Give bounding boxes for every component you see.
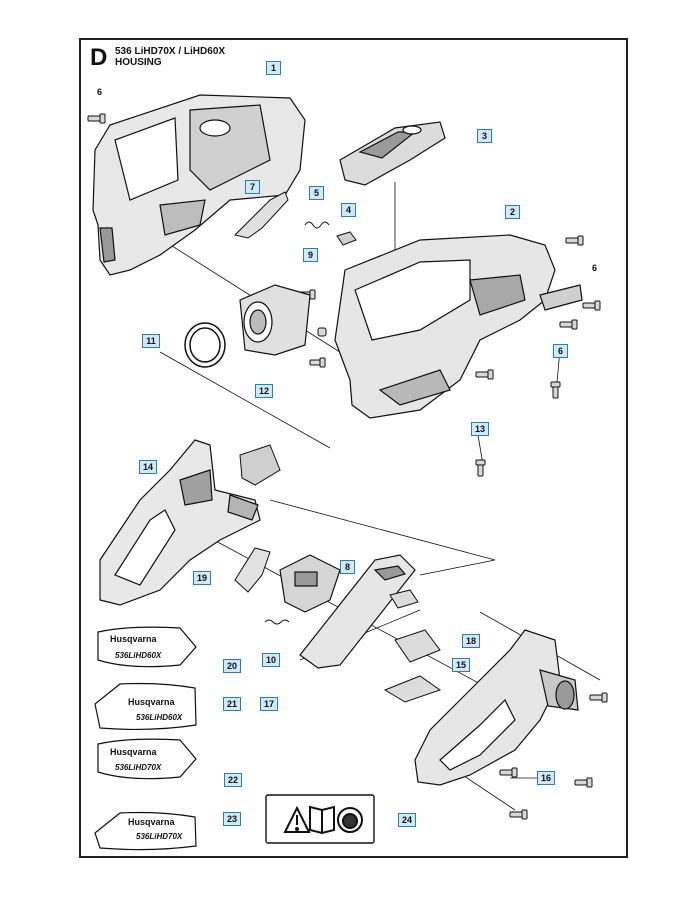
decal-part-20 [97, 626, 197, 668]
callout-22: 22 [224, 773, 242, 787]
top-cover-part-3 [339, 121, 446, 186]
callout-6b: 6 [592, 263, 598, 273]
warning-triangle-icon [283, 805, 311, 833]
section-title: HOUSING [115, 57, 162, 68]
diagram-frame [79, 38, 628, 858]
decal-21-model: 536LiHD60X [136, 713, 183, 722]
switch-assembly [239, 444, 281, 486]
callout-6c: 6 [553, 344, 568, 358]
spring-part-10 [264, 619, 290, 625]
decal-22-model: 536LiHD70X [115, 763, 162, 772]
callout-9: 9 [303, 248, 318, 262]
decal-23-brand: Husqvarna [128, 817, 175, 827]
decal-20-brand: Husqvarna [110, 634, 157, 644]
section-letter: D [90, 44, 108, 71]
callout-17: 17 [260, 697, 278, 711]
spring-part-5 [304, 221, 330, 229]
model-line: 536 LiHD70X / LiHD60X [115, 46, 226, 57]
decal-22-brand: Husqvarna [110, 747, 157, 757]
callout-1: 1 [266, 61, 281, 75]
decal-20-model: 536LiHD60X [115, 651, 162, 660]
page-title: 536 LiHD70X / LiHD60X HOUSING [115, 46, 225, 68]
decal-part-22 [97, 738, 197, 780]
decal-21-brand: Husqvarna [128, 697, 175, 707]
decal-part-21 [94, 682, 197, 731]
screws-main-housing [299, 235, 601, 477]
ear-protection-icon [337, 807, 363, 833]
callout-10: 10 [262, 653, 280, 667]
callout-3: 3 [477, 129, 492, 143]
callout-11: 11 [142, 334, 160, 348]
manual-book-icon [309, 805, 335, 835]
o-ring-part-11 [184, 322, 226, 368]
callout-14: 14 [139, 460, 157, 474]
trigger-part-19 [234, 547, 271, 593]
rear-cover-part-15 [414, 629, 579, 786]
screw-part-6a [87, 113, 106, 124]
callout-2: 2 [505, 205, 520, 219]
callout-6a: 6 [97, 87, 103, 97]
callout-4: 4 [341, 203, 356, 217]
screws-rear-cover [499, 692, 608, 820]
decal-23-model: 536LiHD70X [136, 832, 183, 841]
callout-12: 12 [255, 384, 273, 398]
callout-8: 8 [340, 560, 355, 574]
switch-module-part-8 [279, 554, 341, 613]
callout-16: 16 [537, 771, 555, 785]
callout-21: 21 [223, 697, 241, 711]
callout-5: 5 [309, 186, 324, 200]
callout-23: 23 [223, 812, 241, 826]
handle-housing-part-14 [99, 439, 261, 606]
button-part-4 [336, 231, 357, 246]
callout-7: 7 [245, 180, 260, 194]
motor-bracket-part-12 [239, 284, 311, 356]
handle-insert-part-17 [299, 554, 416, 669]
housing-upper-part [92, 94, 306, 276]
callout-13: 13 [471, 422, 489, 436]
callout-15: 15 [452, 658, 470, 672]
callout-18: 18 [462, 634, 480, 648]
callout-20: 20 [223, 659, 241, 673]
housing-main-part-2 [334, 234, 583, 419]
decal-part-23 [94, 811, 197, 851]
callout-24: 24 [398, 813, 416, 827]
latch-part-7 [234, 191, 289, 239]
lever-part-18 [383, 589, 442, 703]
callout-19: 19 [193, 571, 211, 585]
